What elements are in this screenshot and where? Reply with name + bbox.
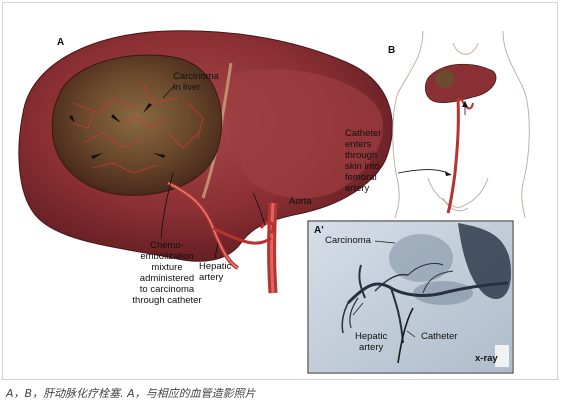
panel-label-b: B <box>388 45 396 56</box>
panel-label-a: A <box>57 37 65 48</box>
figure-frame: A B Carcinoma in liver Chemo- embolizati… <box>2 2 558 380</box>
xray-label-catheter: Catheter <box>421 331 458 342</box>
figure-caption: A，B，肝动脉化疗栓塞. A，与相应的血管造影照片 <box>6 387 256 400</box>
xray-inset <box>307 220 514 374</box>
caption-bar <box>0 382 561 404</box>
body-outline <box>392 30 530 219</box>
small-liver <box>424 63 497 214</box>
xray-label-carcinoma: Carcinoma <box>325 235 371 246</box>
publisher-logo-icon <box>495 345 509 367</box>
xray-label-hepatic-artery: Hepatic artery <box>355 331 388 353</box>
xray-tag: x-ray <box>475 353 498 364</box>
label-hepatic-artery: Hepatic artery <box>199 261 232 283</box>
label-aorta: Aorta <box>289 196 312 207</box>
label-catheter-enters: Catheter enters through skin into femora… <box>345 128 382 194</box>
liver-illustration <box>18 30 393 294</box>
label-carcinoma-in-liver: Carcinoma in liver <box>173 71 219 93</box>
medical-illustration <box>18 30 530 374</box>
panel-label-a-prime: A' <box>314 225 324 236</box>
carcinoma-mass <box>51 54 223 196</box>
label-chemo-mixture: Chemo- embolization mixture administered… <box>132 240 202 306</box>
